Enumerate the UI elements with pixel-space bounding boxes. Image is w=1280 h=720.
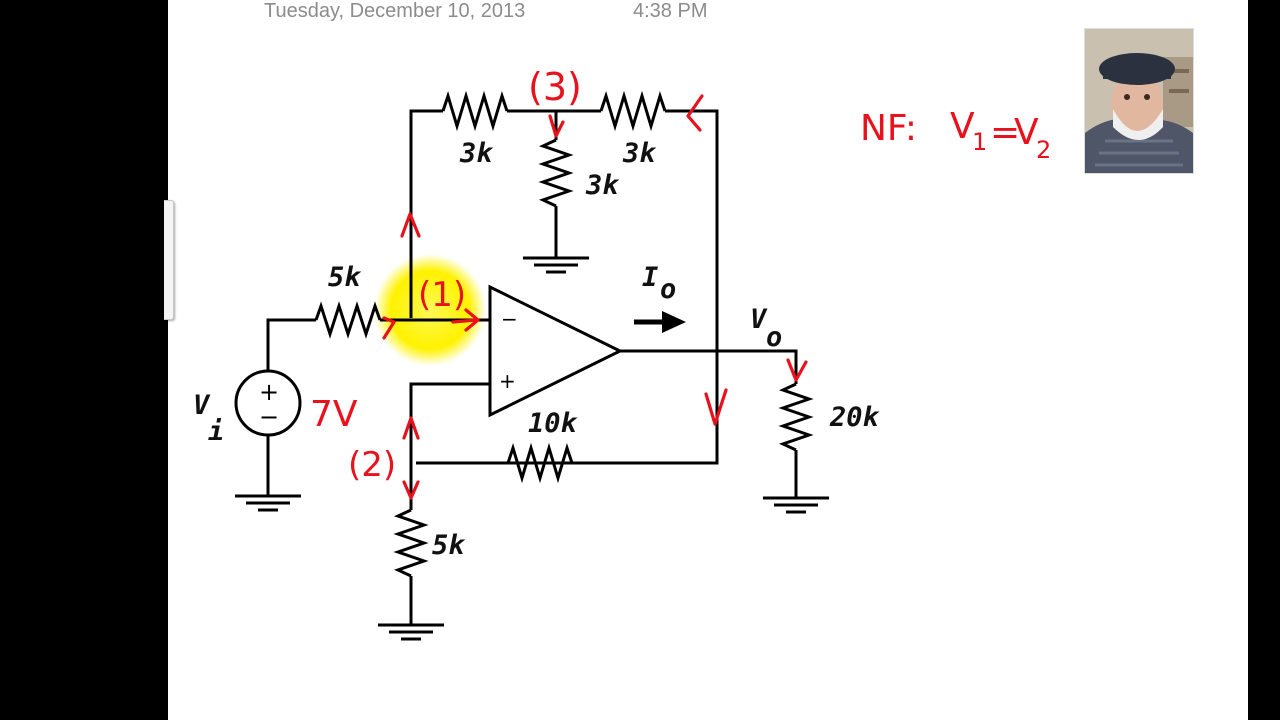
ink-arrow-node2-down <box>402 480 420 500</box>
ink-node1-label: (1) <box>418 275 466 315</box>
ink-nf-sub2: 2 <box>1036 136 1051 164</box>
presenter-webcam <box>1084 28 1194 174</box>
resistor-top-left <box>441 90 509 132</box>
label-r-shunt: 3k <box>585 170 620 201</box>
label-output: V <box>750 304 768 335</box>
wire-source-top <box>266 318 316 377</box>
op-amp-plus: + <box>499 369 516 393</box>
ink-voltage-label: 7V <box>310 394 358 435</box>
ink-nf-v1: V <box>950 106 975 147</box>
notebook-page: Tuesday, December 10, 2013 4:38 PM <box>168 0 1248 720</box>
label-current-sub: o <box>660 274 676 305</box>
ink-arrow-top-right <box>686 94 704 132</box>
ground-symbol-bottom <box>378 623 444 641</box>
ink-nf-sub1: 1 <box>972 128 987 156</box>
source-plus: + <box>259 378 279 406</box>
label-source-sub: i <box>208 416 224 447</box>
resistor-shunt <box>538 138 574 208</box>
wire-noninverting <box>409 382 490 510</box>
op-amp <box>488 284 624 418</box>
ink-node3-label: (3) <box>528 65 582 109</box>
circuit-diagram: − + + − 3k 3k 3k 5k 10k 5k 20k V i V o I… <box>193 65 1051 641</box>
ground-symbol-load <box>763 496 829 514</box>
resistor-feedback-10k <box>506 442 574 484</box>
label-source: V <box>193 390 211 421</box>
wire-left-vertical <box>409 109 443 318</box>
label-output-sub: o <box>766 322 782 353</box>
ground-symbol-shunt <box>523 256 589 274</box>
label-r-top-left: 3k <box>459 138 494 169</box>
resistor-input <box>314 301 382 339</box>
ink-nf-v2: V <box>1014 112 1039 153</box>
ink-arrow-to-opamp <box>451 308 480 332</box>
source-minus: − <box>259 403 279 431</box>
ink-arrow-input <box>382 316 396 340</box>
op-amp-minus: − <box>501 307 518 331</box>
current-arrow-head <box>662 311 686 333</box>
ink-arrow-node2-up <box>402 416 420 440</box>
ink-nf-label: NF: <box>860 108 917 149</box>
ink-arrow-up-left <box>400 212 421 238</box>
ink-node2-label: (2) <box>348 445 396 485</box>
page-date: Tuesday, December 10, 2013 <box>264 0 526 22</box>
resistor-top-right <box>599 90 667 132</box>
label-current: I <box>642 262 658 293</box>
label-r-feedback: 10k <box>528 408 579 439</box>
ink-nf-equals: = <box>990 112 1020 153</box>
label-r-input: 5k <box>328 262 362 293</box>
ground-symbol-source <box>235 494 301 512</box>
wire-output <box>620 349 798 384</box>
ink-arrow-shunt <box>548 114 565 138</box>
presenter-video-feed-icon <box>1085 29 1193 173</box>
resistor-ground-5k <box>393 508 429 578</box>
ink-arrow-right-down <box>704 388 728 426</box>
label-r-ground: 5k <box>432 530 466 561</box>
page-time: 4:38 PM <box>633 0 708 22</box>
label-r-load: 20k <box>829 402 881 433</box>
ink-arrow-load <box>786 358 808 382</box>
label-r-top-right: 3k <box>622 138 657 169</box>
resistor-load <box>778 382 814 452</box>
page-side-tab[interactable] <box>164 200 174 320</box>
node1-highlight <box>374 254 486 366</box>
